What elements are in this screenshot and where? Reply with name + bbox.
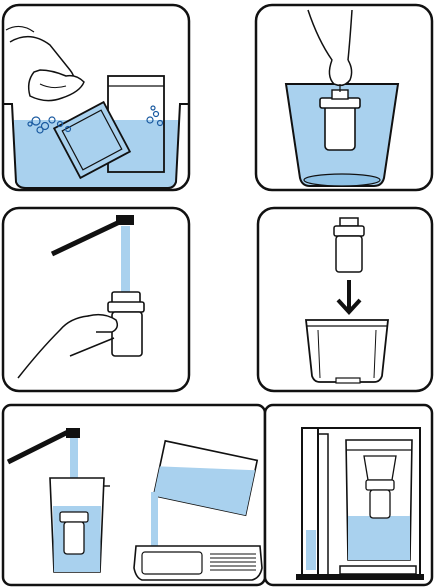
filter-cartridge	[340, 218, 358, 226]
sink-icon	[134, 546, 262, 580]
appliance-base	[296, 574, 424, 580]
step-fill-and-discard-water	[3, 405, 265, 585]
step-soak-filter-in-container	[256, 5, 432, 190]
step-flush-filter-under-tap	[3, 208, 189, 391]
step-insert-filter-into-holder	[258, 208, 432, 391]
water-stream	[121, 226, 130, 292]
filter-cartridge	[325, 104, 355, 150]
filter-holder	[306, 320, 388, 382]
step-rinse-parts-in-basin	[3, 5, 189, 190]
step-place-jug-in-appliance	[265, 405, 432, 585]
